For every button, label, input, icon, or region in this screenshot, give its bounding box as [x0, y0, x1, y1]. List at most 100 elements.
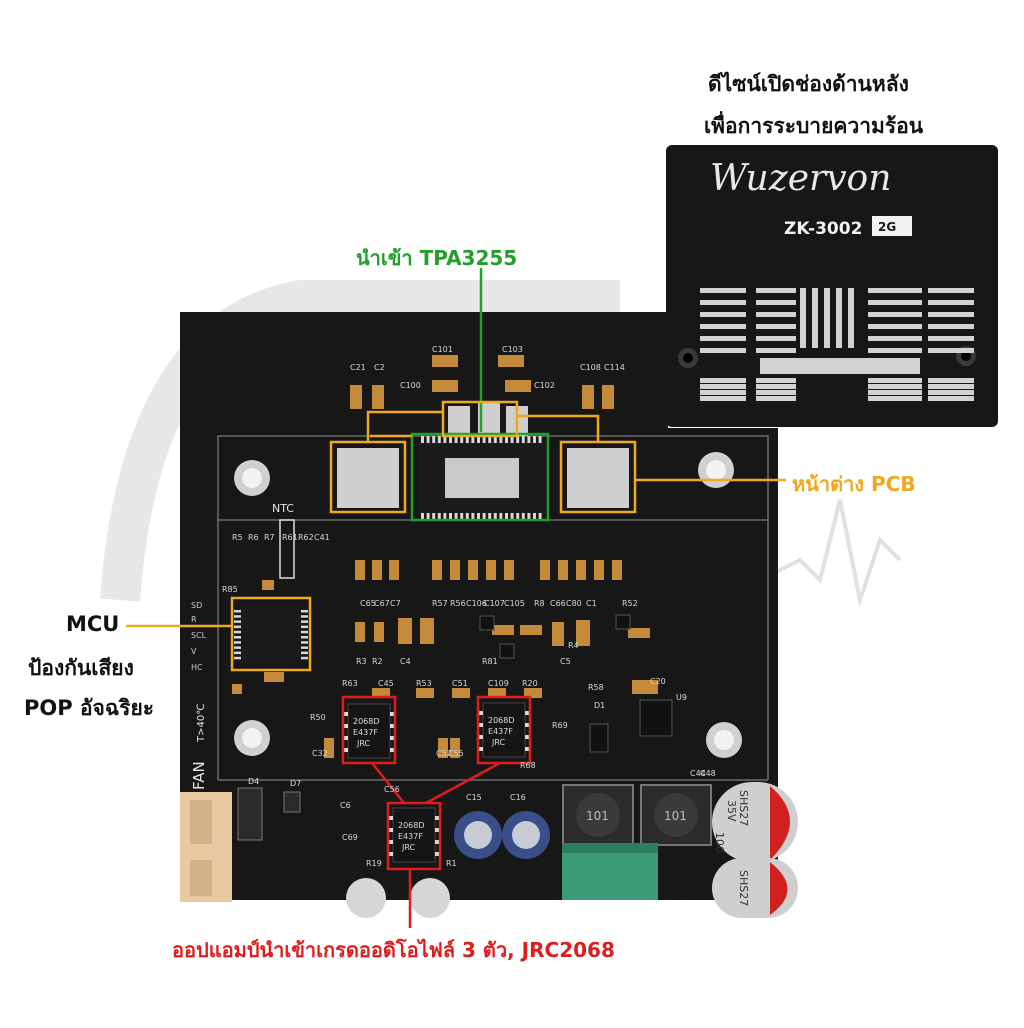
- chip-pin: [533, 513, 536, 520]
- annotation-mcu: [126, 596, 312, 672]
- opamp-marking-line: JRC: [356, 739, 371, 748]
- opamp-marking: 2068D E437F JRC: [488, 716, 515, 747]
- chip-pin: [437, 436, 441, 443]
- mounting-hole: [706, 722, 742, 758]
- component-reference: R69: [552, 721, 568, 730]
- chip-pin: [301, 636, 308, 639]
- pin-label: SD: [191, 601, 202, 610]
- chip-pin: [390, 712, 395, 716]
- component-reference: C105: [504, 599, 525, 608]
- opamp-marking-line: 2068D: [488, 716, 515, 725]
- chip-pin: [499, 513, 503, 520]
- vent-slot: [848, 288, 854, 348]
- chip-pin: [301, 625, 308, 629]
- chip-pin: [478, 723, 483, 727]
- chip-pin: [390, 724, 395, 728]
- chip-pin: [388, 840, 393, 844]
- chip-pin: [390, 748, 395, 752]
- vent-slot: [928, 300, 974, 305]
- chip-pin: [421, 436, 424, 443]
- electrolytic-capacitor: [454, 811, 502, 859]
- chip-pin: [478, 735, 483, 739]
- component-reference: R50: [310, 713, 326, 722]
- component-reference: C1: [586, 599, 597, 608]
- chip-pin: [488, 513, 492, 520]
- vent-slot: [868, 324, 922, 329]
- component-reference: R7: [264, 533, 275, 542]
- pin-label: V: [191, 647, 197, 656]
- chip-pin: [482, 513, 486, 520]
- component-reference: R8: [534, 599, 545, 608]
- chip-pin: [426, 436, 430, 443]
- chip-pin: [505, 436, 508, 443]
- chip-pin: [488, 436, 492, 443]
- chip-pin: [301, 630, 308, 634]
- chip-pin: [521, 436, 525, 443]
- chip-pin: [505, 513, 508, 520]
- vent-slot: [756, 312, 796, 317]
- component-reference: C108: [580, 363, 601, 372]
- vent-slot: [868, 378, 922, 383]
- chip-pin: [525, 747, 530, 751]
- component-reference: R5: [232, 533, 243, 542]
- chip-pin: [301, 651, 308, 655]
- vent-slot: [868, 348, 922, 353]
- component-reference: C2: [374, 363, 385, 372]
- component-reference: C100: [400, 381, 421, 390]
- chip-pin: [465, 436, 469, 443]
- component-reference: R58: [588, 683, 604, 692]
- mounting-hole: [234, 720, 270, 756]
- chip-pin: [435, 852, 440, 856]
- component-reference: C21: [350, 363, 366, 372]
- ntc-label: NTC: [272, 502, 294, 515]
- vent-slot: [700, 384, 746, 389]
- chip-pin: [343, 748, 348, 752]
- vent-slot: [928, 378, 974, 383]
- chip-pin: [301, 646, 308, 649]
- inductor-marking: 101: [664, 809, 687, 823]
- vent-slot: [868, 312, 922, 317]
- vent-slot: [756, 336, 796, 341]
- vent-slot: [928, 384, 974, 389]
- vent-slot: [760, 358, 920, 374]
- component-reference: D7: [290, 779, 301, 788]
- component-reference: R63: [342, 679, 358, 688]
- cap-rating-line: SHS27: [737, 870, 750, 906]
- component-reference: C7: [390, 599, 401, 608]
- pcb-window-caption: หน้าต่าง PCB: [792, 472, 916, 496]
- component-reference: R20: [522, 679, 538, 688]
- bulk-capacitor: [712, 858, 798, 918]
- chip-pin: [527, 513, 531, 520]
- vent-slot: [756, 396, 796, 401]
- chip-pin: [521, 513, 525, 520]
- vent-slot: [700, 348, 746, 353]
- vent-slot: [868, 390, 922, 395]
- component-reference: C51: [452, 679, 468, 688]
- vent-slot: [756, 324, 796, 329]
- opamp-marking-line: E437F: [353, 728, 378, 737]
- chip-pin: [388, 816, 393, 820]
- component-reference: C103: [502, 345, 523, 354]
- component-reference: C55: [448, 749, 464, 758]
- component-reference: C109: [488, 679, 509, 688]
- component-reference: C80: [566, 599, 582, 608]
- heat-vent-caption-line2: เพื่อการระบายความร้อน: [704, 114, 924, 138]
- bulk-capacitor: [712, 782, 798, 862]
- inductor-left: [562, 784, 634, 846]
- cap-rating-line: 35V: [725, 800, 738, 822]
- component-reference: C102: [534, 381, 555, 390]
- chip-pin: [493, 436, 497, 443]
- smd-components: [232, 355, 658, 758]
- chip-pin: [538, 513, 542, 520]
- vent-slot: [928, 312, 974, 317]
- electrolytic-capacitor: [346, 878, 386, 918]
- cap-rating-line: SHS27: [737, 790, 750, 826]
- chip-pin: [421, 513, 424, 520]
- chip-pin: [437, 513, 441, 520]
- chip-pin: [301, 656, 308, 660]
- component-reference: C15: [466, 793, 482, 802]
- vent-slot: [928, 390, 974, 395]
- vent-slot: [756, 300, 796, 305]
- vent-slot: [700, 288, 746, 293]
- opamp-chip-left: [343, 703, 395, 759]
